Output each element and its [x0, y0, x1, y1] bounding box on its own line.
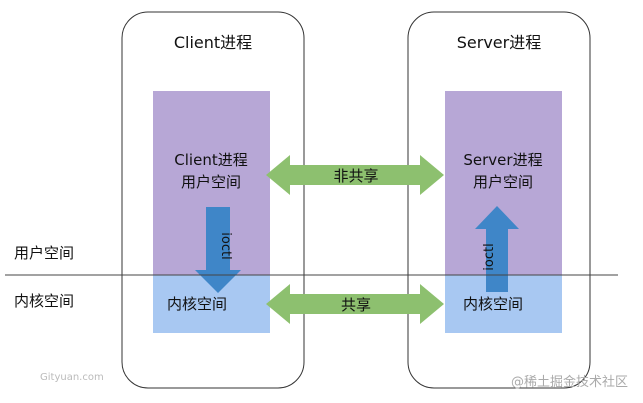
- client-ioctl-down-arrow: [195, 207, 241, 293]
- user-space-side-label: 用户空间: [14, 244, 74, 262]
- client-user-label-line1: Client进程: [174, 151, 247, 169]
- client-kernel-label: 内核空间: [167, 295, 227, 313]
- server-ioctl-label: ioctl: [482, 243, 497, 270]
- non-shared-double-arrow: [266, 155, 444, 195]
- shared-double-arrow: [266, 284, 444, 324]
- server-user-label-line1: Server进程: [463, 151, 542, 169]
- watermark-left: Gityuan.com: [40, 372, 104, 383]
- kernel-space-side-label: 内核空间: [14, 292, 74, 310]
- non-shared-label: 非共享: [333, 167, 378, 185]
- server-ioctl-up-arrow: [475, 206, 519, 292]
- client-ioctl-label: ioctl: [218, 232, 233, 259]
- shared-label: 共享: [341, 296, 371, 314]
- server-kernel-label: 内核空间: [463, 295, 523, 313]
- watermark-right: @稀土掘金技术社区: [511, 374, 628, 390]
- server-user-label-line2: 用户空间: [473, 173, 533, 191]
- client-process-title: Client进程: [174, 33, 252, 52]
- server-process-title: Server进程: [457, 33, 541, 52]
- client-user-label-line2: 用户空间: [181, 173, 241, 191]
